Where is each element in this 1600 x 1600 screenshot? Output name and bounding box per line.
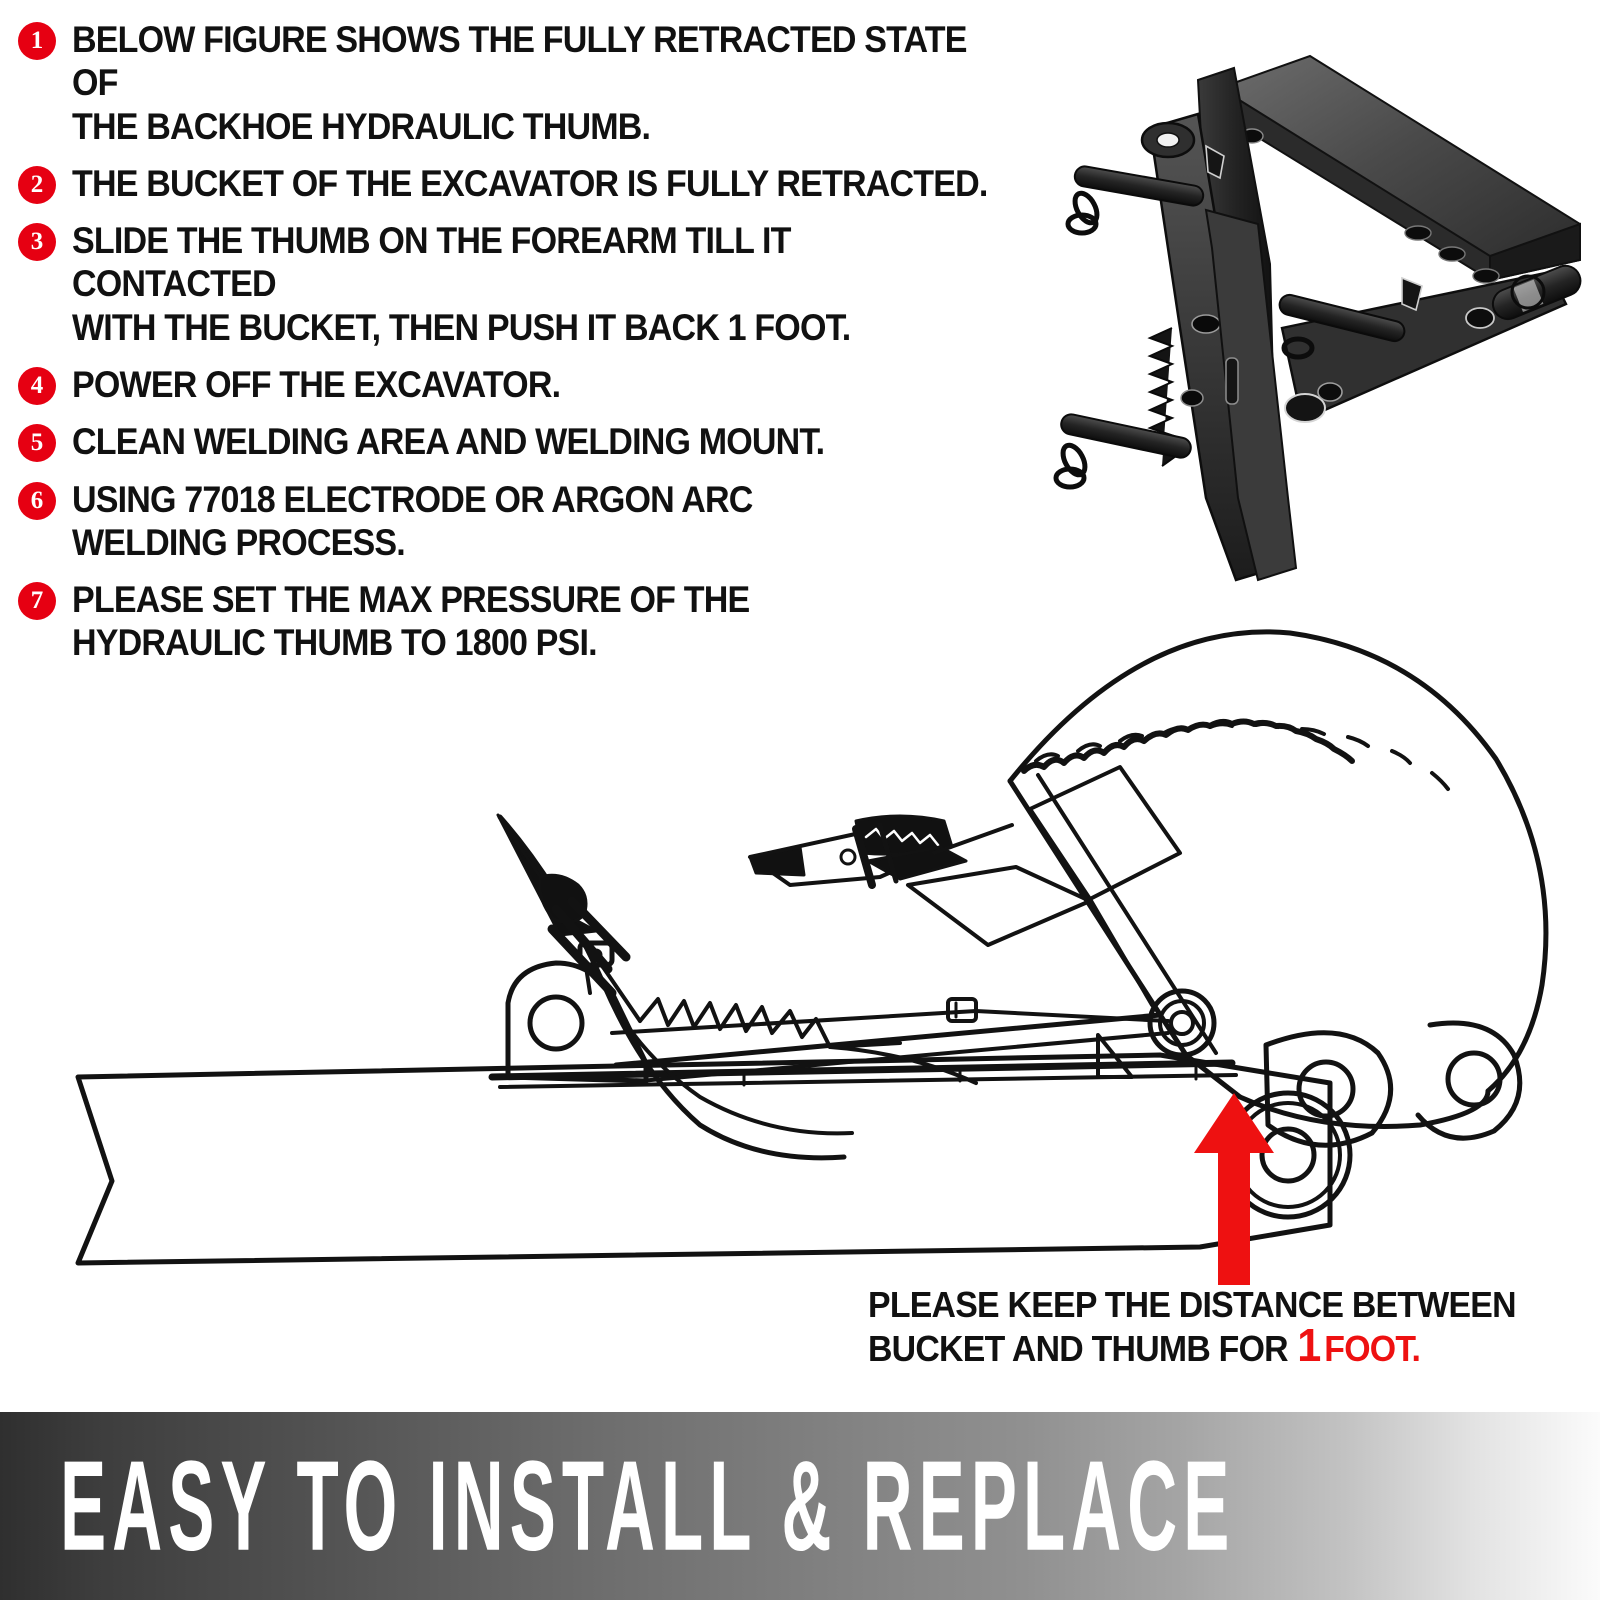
step-number-badge: 7: [18, 582, 56, 621]
thumb-cylinder-linkage: [610, 997, 1170, 1083]
step-text: USING 77018 ELECTRODE OR ARGON ARC WELDI…: [72, 478, 753, 563]
thumb-front-plate: [1204, 208, 1298, 582]
step-number-badge: 3: [18, 223, 56, 262]
hydraulic-thumb: [496, 813, 978, 1161]
pin-middle: [1278, 293, 1406, 360]
thumb-mount-bracket: [505, 940, 649, 1084]
excavator-bucket: [1007, 629, 1549, 1148]
instruction-step: 2 THE BUCKET OF THE EXCAVATOR IS FULLY R…: [18, 162, 1078, 205]
step-text: CLEAN WELDING AREA AND WELDING MOUNT.: [72, 421, 825, 463]
caption-distance-unit: FOOT.: [1324, 1327, 1421, 1369]
instruction-step: 3 SLIDE THE THUMB ON THE FOREARM TILL IT…: [18, 219, 1078, 349]
distance-caption: PLEASE KEEP THE DISTANCE BETWEEN BUCKET …: [868, 1283, 1588, 1371]
step-text: POWER OFF THE EXCAVATOR.: [72, 363, 561, 405]
instruction-step: 4 POWER OFF THE EXCAVATOR.: [18, 363, 1078, 406]
banner-headline: EASY TO INSTALL & REPLACE: [60, 1434, 1236, 1578]
caption-line-2-prefix: BUCKET AND THUMB FOR: [868, 1327, 1289, 1369]
step-number-badge: 2: [18, 165, 56, 204]
step-number-badge: 4: [18, 366, 56, 405]
bottom-banner: EASY TO INSTALL & REPLACE: [0, 1412, 1600, 1600]
cotter-clip-mid: [1401, 276, 1423, 312]
dipper-arm: [75, 1052, 1333, 1266]
thumb-attachment-illustration: [1053, 54, 1582, 582]
instruction-list: 1 BELOW FIGURE SHOWS THE FULLY RETRACTED…: [18, 18, 1078, 679]
cotter-clip-upper: [1205, 144, 1225, 180]
step-number-badge: 5: [18, 424, 56, 463]
distance-arrow-icon: [1194, 1093, 1274, 1285]
linkage-pivot-pin: [1147, 988, 1217, 1058]
pin-upper: [1065, 165, 1205, 236]
instruction-step: 1 BELOW FIGURE SHOWS THE FULLY RETRACTED…: [18, 18, 1078, 148]
hydraulic-thumb-product-photo: [1020, 28, 1600, 588]
instruction-step: 7 PLEASE SET THE MAX PRESSURE OF THE HYD…: [18, 578, 1078, 665]
bucket-thumb-line-drawing: [75, 629, 1549, 1285]
step-text: THE BUCKET OF THE EXCAVATOR IS FULLY RET…: [72, 162, 988, 204]
pin-lower: [1053, 413, 1192, 490]
caption-distance-number: 1: [1297, 1318, 1321, 1371]
step-text: SLIDE THE THUMB ON THE FOREARM TILL IT C…: [72, 220, 851, 348]
step-number-badge: 1: [18, 22, 56, 60]
mounting-plate: [1217, 54, 1581, 284]
excavator-assembly-diagram: [0, 585, 1600, 1285]
instruction-step: 5 CLEAN WELDING AREA AND WELDING MOUNT.: [18, 420, 1078, 463]
bucket-tooth: [748, 814, 1092, 947]
step-text: PLEASE SET THE MAX PRESSURE OF THE HYDRA…: [72, 579, 750, 664]
caption-line-1: PLEASE KEEP THE DISTANCE BETWEEN: [868, 1284, 1517, 1325]
step-text: BELOW FIGURE SHOWS THE FULLY RETRACTED S…: [72, 19, 967, 147]
linkage-arm: [1280, 264, 1582, 423]
step-number-badge: 6: [18, 481, 56, 520]
instruction-step: 6 USING 77018 ELECTRODE OR ARGON ARC WEL…: [18, 478, 1078, 565]
